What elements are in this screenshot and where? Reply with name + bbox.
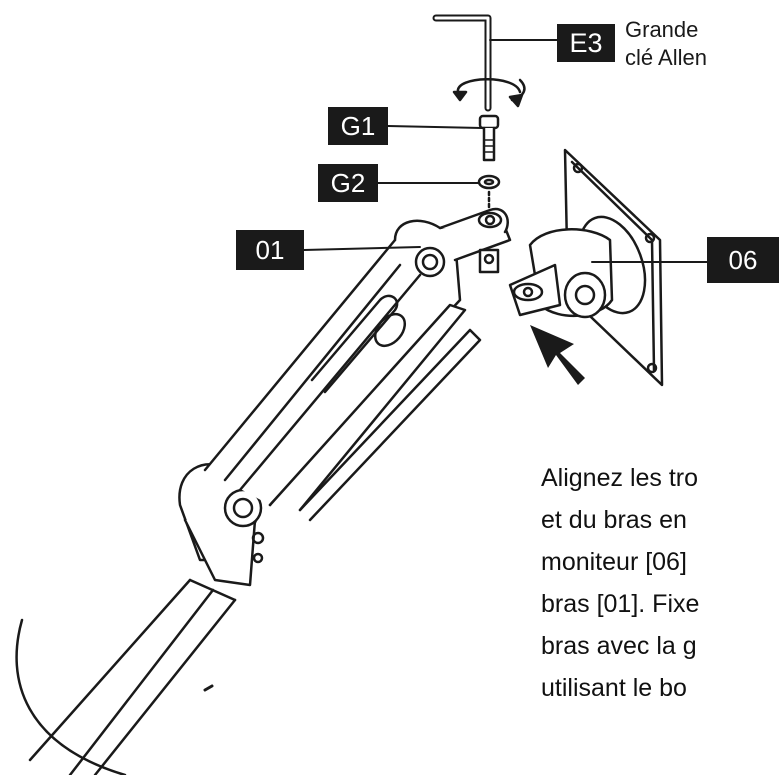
monitor-head	[508, 228, 614, 319]
instruction-line-2: et du bras en	[541, 506, 687, 534]
instruction-line-3: moniteur [06]	[541, 548, 687, 576]
allen-key	[432, 14, 526, 112]
instruction-line-1: Alignez les tro	[541, 464, 699, 492]
label-g2: G2	[318, 164, 378, 202]
tool-name-line-1: Grande	[625, 17, 699, 42]
tool-name: Grande clé Allen	[625, 16, 707, 72]
label-arm-part: 01	[236, 230, 304, 270]
instruction-line-4: bras [01]. Fixe	[541, 590, 700, 618]
instruction-text: Alignez les tro et du bras en moniteur […	[541, 457, 779, 709]
instruction-line-5: bras avec la g	[541, 632, 697, 660]
main-arm	[203, 227, 482, 522]
desk-edge	[15, 618, 127, 777]
bolt	[478, 114, 500, 162]
arm-end-joint	[393, 207, 512, 278]
washer	[477, 174, 501, 212]
direction-arrow	[530, 325, 585, 385]
label-e3: E3	[557, 24, 615, 62]
leader-01	[303, 246, 421, 251]
instruction-line-6: utilisant le bo	[541, 674, 687, 702]
lower-arm-segment	[28, 578, 237, 777]
vesa-plate	[563, 148, 664, 387]
tool-name-line-2: clé Allen	[625, 45, 707, 70]
label-monitor-part: 06	[707, 237, 779, 283]
label-g1: G1	[328, 107, 388, 145]
leader-g1	[387, 125, 483, 129]
